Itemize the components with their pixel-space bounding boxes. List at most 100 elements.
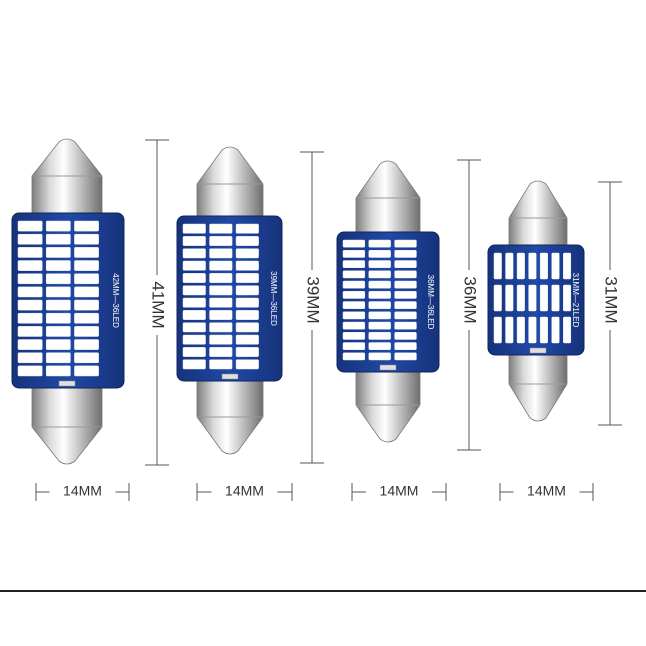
led-chip xyxy=(394,332,417,340)
led-chip xyxy=(17,312,43,324)
top-cap xyxy=(508,180,568,248)
width-label: 14MM xyxy=(380,483,419,499)
led-chip xyxy=(209,273,233,283)
led-chip xyxy=(368,352,391,361)
led-chip xyxy=(182,236,206,246)
led-chip xyxy=(182,297,206,308)
led-chip xyxy=(368,311,391,320)
led-chip xyxy=(45,233,71,245)
led-chip xyxy=(394,280,417,289)
led-chip xyxy=(528,316,537,344)
led-chip xyxy=(74,326,99,337)
led-chip xyxy=(342,342,366,350)
led-chip xyxy=(493,284,502,312)
led-chip xyxy=(182,347,206,357)
led-chip xyxy=(563,252,572,280)
led-chip xyxy=(17,286,43,298)
led-chip xyxy=(539,284,548,312)
label-gap xyxy=(151,275,163,335)
led-chip xyxy=(182,260,206,271)
led-chip xyxy=(342,301,366,309)
led-chip xyxy=(45,299,71,311)
led-chip xyxy=(493,316,502,344)
led-chip xyxy=(342,260,366,268)
led-chip xyxy=(539,252,548,280)
label-gap xyxy=(463,270,475,330)
led-chip xyxy=(45,339,71,350)
led-chip xyxy=(74,352,99,364)
led-chip xyxy=(182,223,206,234)
led-chip xyxy=(368,301,391,309)
led-chip xyxy=(74,286,99,298)
label-gap xyxy=(604,270,616,330)
led-chip xyxy=(493,252,502,280)
led-chip xyxy=(17,233,43,245)
led-chip xyxy=(235,285,259,296)
pcb-pad xyxy=(379,364,397,371)
led-chip xyxy=(342,352,366,361)
led-chip xyxy=(235,223,259,234)
led-chip xyxy=(505,284,514,312)
bottom-cap xyxy=(31,385,103,465)
led-chip xyxy=(342,239,366,248)
led-chip xyxy=(209,297,233,308)
led-chip xyxy=(235,334,259,345)
led-chip xyxy=(368,270,391,279)
led-chip xyxy=(235,248,259,259)
led-chip xyxy=(74,365,99,377)
led-chip xyxy=(394,301,417,309)
label-gap xyxy=(366,482,432,502)
led-chip xyxy=(394,270,417,279)
led-chip xyxy=(182,334,206,345)
led-chip xyxy=(17,352,43,364)
led-chip xyxy=(235,347,259,357)
pcb-pad xyxy=(58,380,76,387)
length-label: 36MM xyxy=(461,276,480,323)
label-gap xyxy=(49,482,116,502)
led-chip xyxy=(394,311,417,320)
led-chip xyxy=(368,321,391,330)
led-chip xyxy=(528,284,537,312)
led-chip xyxy=(368,250,391,258)
led-chip xyxy=(45,352,71,364)
length-label: 39MM xyxy=(304,276,323,323)
led-chip xyxy=(551,316,560,344)
led-chip xyxy=(539,316,548,344)
led-chip xyxy=(209,236,233,246)
length-label: 41MM xyxy=(149,281,168,328)
top-cap xyxy=(196,146,264,219)
led-chip xyxy=(209,322,233,333)
length-label: 31MM xyxy=(602,276,621,323)
led-chip xyxy=(45,260,71,271)
led-chip xyxy=(209,223,233,234)
led-chip xyxy=(17,339,43,350)
pcb-label: 39MM—36LED xyxy=(269,271,278,326)
led-chip xyxy=(17,247,43,258)
led-chip xyxy=(209,347,233,357)
led-chip xyxy=(394,321,417,330)
led-chip xyxy=(17,220,43,232)
bottom-cap xyxy=(508,352,568,422)
led-chip xyxy=(17,273,43,285)
led-chip xyxy=(394,352,417,361)
led-chip xyxy=(74,273,99,285)
led-chip xyxy=(505,316,514,344)
width-label: 14MM xyxy=(225,483,264,499)
led-chip xyxy=(235,359,259,370)
led-chip xyxy=(563,316,572,344)
pcb-pad xyxy=(529,347,547,354)
led-chip xyxy=(74,220,99,232)
led-chip xyxy=(516,284,525,312)
led-chip xyxy=(394,291,417,299)
bulb-2: 39MM—36LED 39MM 14MM xyxy=(176,146,324,502)
led-chip xyxy=(74,299,99,311)
led-chip xyxy=(209,285,233,296)
led-chip xyxy=(394,250,417,258)
label-gap xyxy=(211,482,278,502)
led-chip xyxy=(235,260,259,271)
led-chip xyxy=(182,248,206,259)
led-chip xyxy=(45,326,71,337)
